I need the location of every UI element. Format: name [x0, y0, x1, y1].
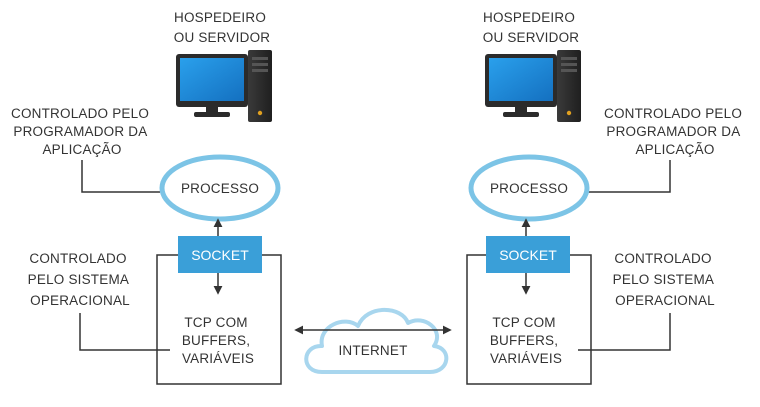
process-label: PROCESSO [181, 181, 259, 196]
os-controlled-box [156, 254, 282, 385]
host-label: HOSPEDEIRO OU SERVIDOR [483, 10, 580, 45]
os-control-label: CONTROLADO PELO SISTEMA OPERACIONAL [28, 251, 133, 308]
socket-box [178, 236, 262, 273]
internet: INTERNET [294, 308, 452, 374]
app-control-label: CONTROLADO PELO PROGRAMADOR DA APLICAÇÃO [11, 106, 153, 157]
socket-label: SOCKET [499, 247, 557, 263]
app-control-connector [588, 160, 671, 193]
process-label: PROCESSO [490, 181, 568, 196]
computer-icon [485, 50, 581, 122]
right-host: HOSPEDEIRO OU SERVIDOR CONTROLADO PELO P… [466, 10, 746, 385]
os-controlled-box [466, 254, 592, 385]
socket-label: SOCKET [191, 247, 249, 263]
os-control-label: CONTROLADO PELO SISTEMA OPERACIONAL [613, 251, 718, 308]
computer-icon [176, 50, 272, 122]
host-label: HOSPEDEIRO OU SERVIDOR [174, 10, 271, 45]
left-host: HOSPEDEIRO OU SERVIDOR CONTROLADO PELO P… [11, 10, 282, 385]
app-control-connector [81, 160, 160, 193]
app-control-label: CONTROLADO PELO PROGRAMADOR DA APLICAÇÃO [604, 106, 746, 157]
cloud-icon [304, 308, 449, 374]
socket-box [486, 236, 570, 273]
tcp-label: TCP COM BUFFERS, VARIÁVEIS [182, 315, 254, 366]
internet-label: INTERNET [338, 343, 407, 358]
os-control-connector [578, 313, 671, 351]
os-control-connector [79, 313, 170, 351]
tcp-label: TCP COM BUFFERS, VARIÁVEIS [490, 315, 562, 366]
